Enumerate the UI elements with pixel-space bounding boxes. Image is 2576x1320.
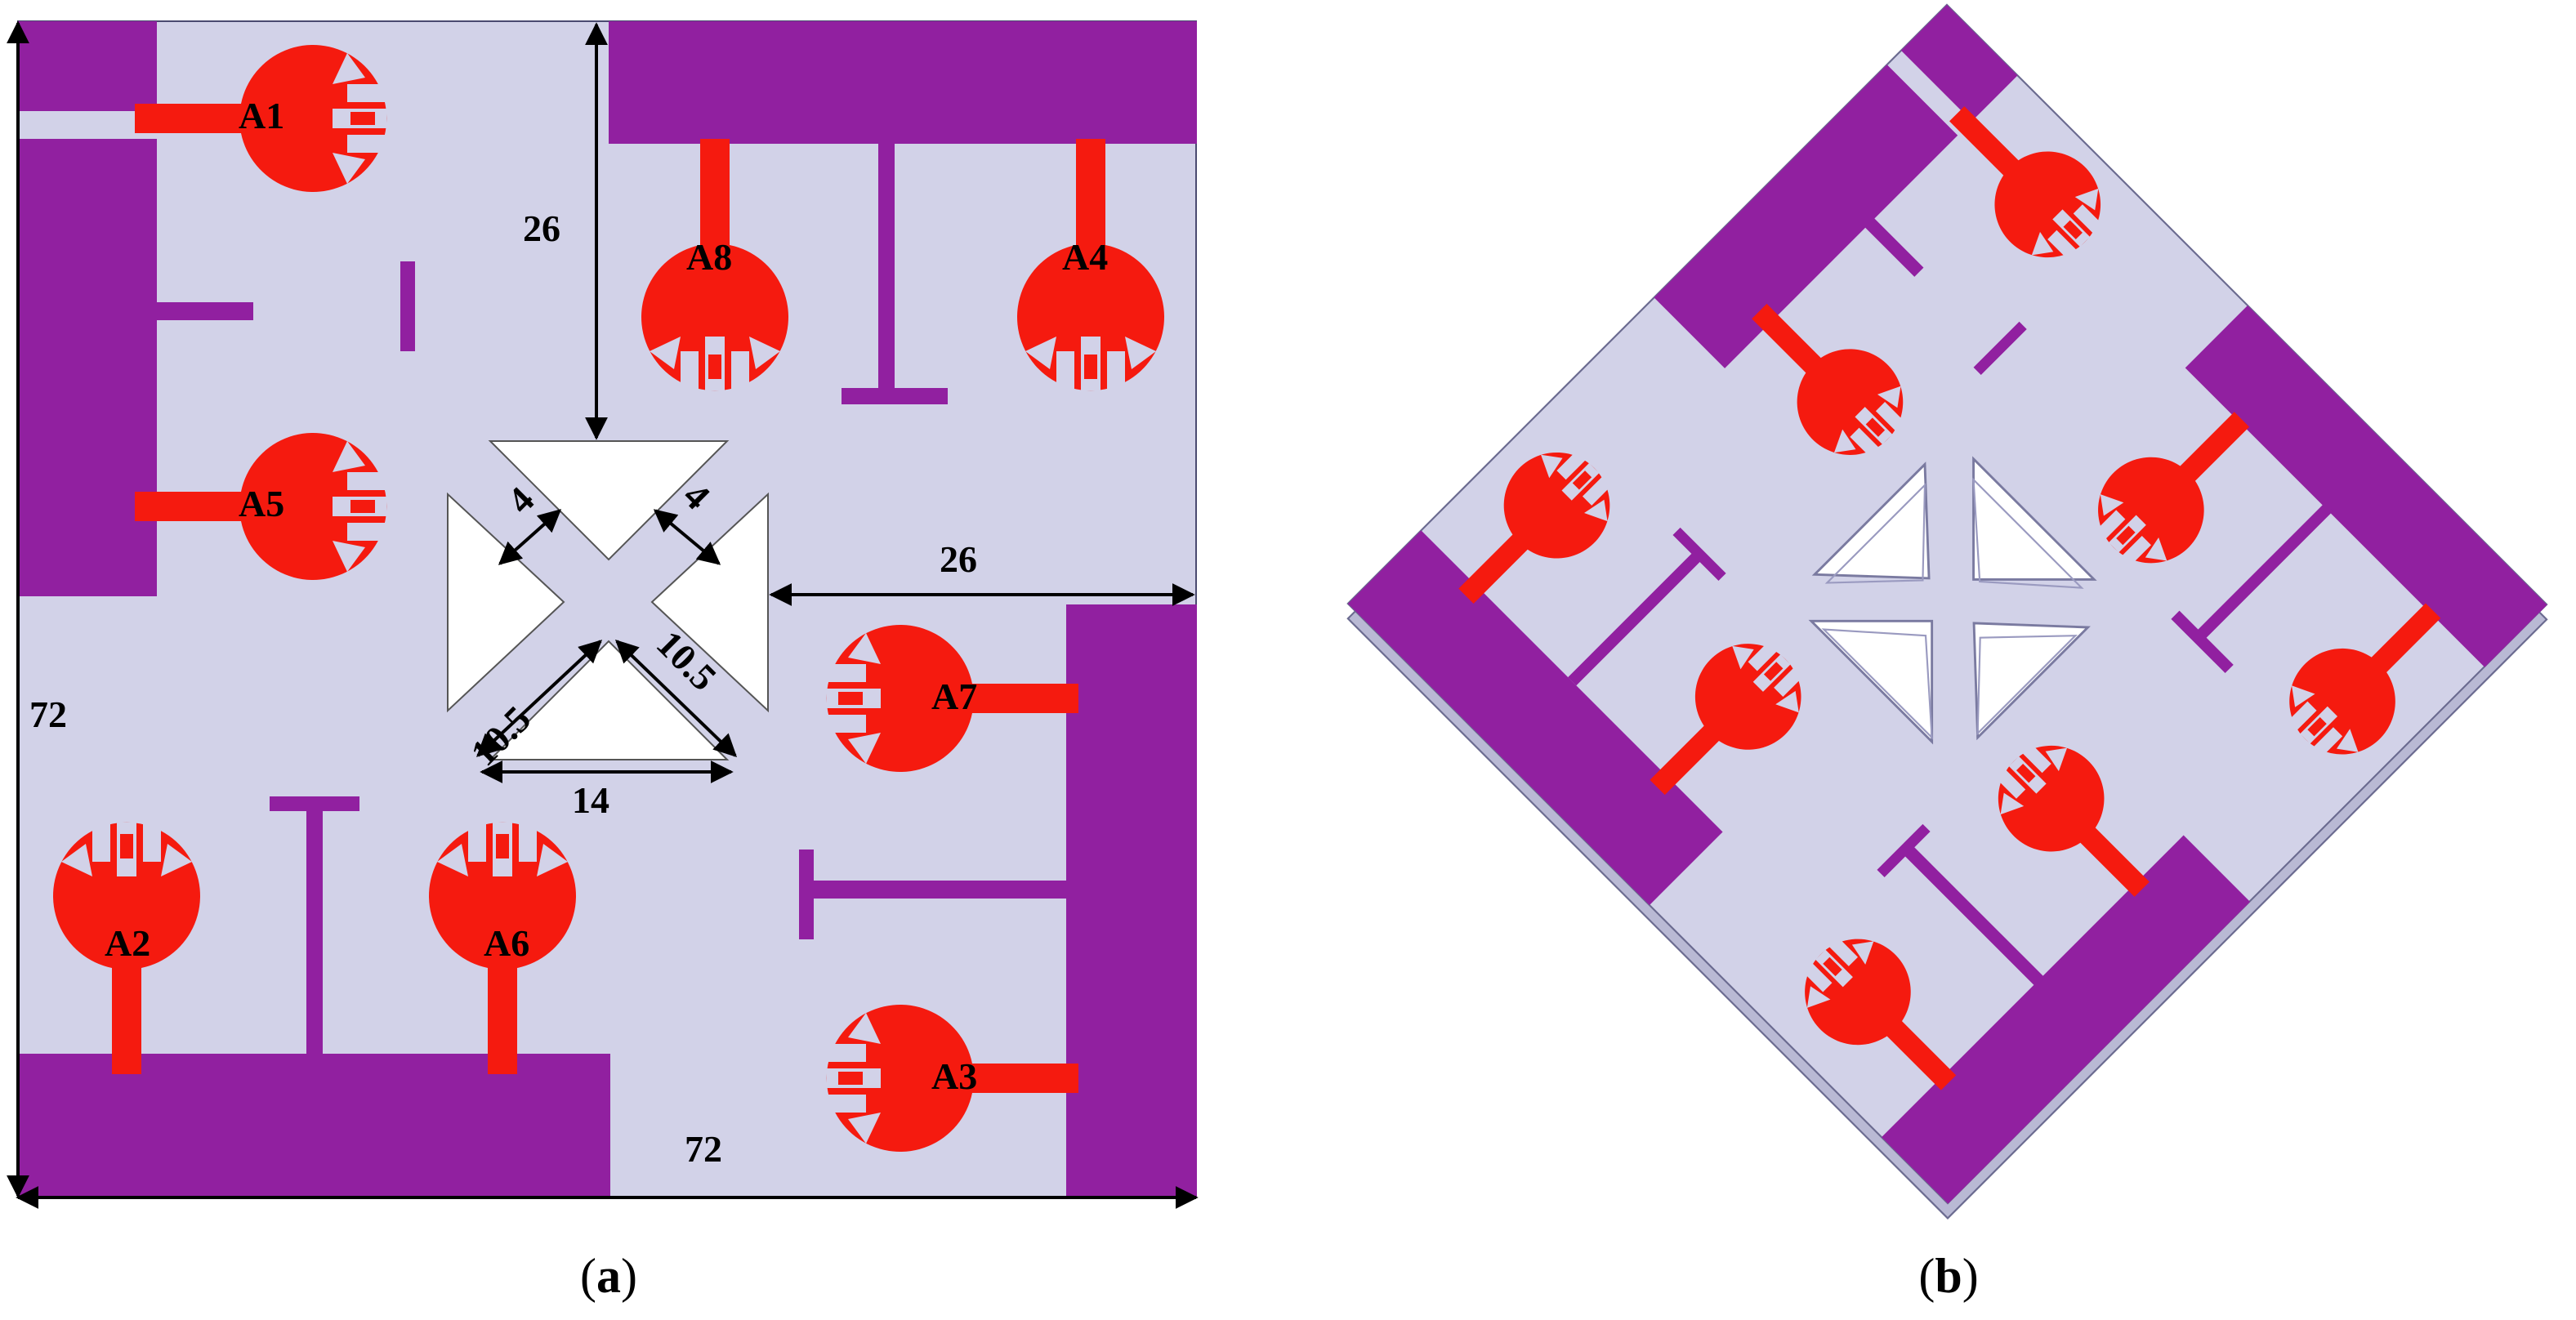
panel-b: (b) bbox=[1346, 3, 2548, 1303]
ground-planes-a bbox=[18, 21, 1197, 1197]
rotated-board-b bbox=[1346, 3, 2548, 1220]
dimension-lines-a bbox=[7, 20, 1199, 1209]
label-a5: A5 bbox=[239, 483, 284, 524]
label-a4: A4 bbox=[1062, 236, 1108, 278]
dim-height: 72 bbox=[29, 693, 67, 735]
dim-width: 72 bbox=[685, 1128, 722, 1170]
substrate-b bbox=[1346, 3, 2548, 1205]
label-a7: A7 bbox=[931, 676, 977, 717]
caption-b: (b) bbox=[1918, 1249, 1978, 1303]
label-a8: A8 bbox=[686, 236, 732, 278]
label-a1: A1 bbox=[239, 95, 284, 136]
label-a3: A3 bbox=[931, 1055, 977, 1097]
dim-top-gap: 26 bbox=[523, 207, 560, 249]
dim-base: 14 bbox=[572, 779, 609, 821]
label-a6: A6 bbox=[484, 922, 529, 964]
dim-right-gap: 26 bbox=[940, 538, 977, 580]
substrate-a bbox=[17, 20, 1197, 1198]
caption-a: (a) bbox=[580, 1249, 637, 1303]
ground-planes-b bbox=[1347, 4, 2547, 1204]
panel-a: A1 A5 A8 A4 A7 A3 A2 A6 72 72 26 26 14 4… bbox=[7, 20, 1199, 1303]
label-a2: A2 bbox=[105, 922, 150, 964]
stub-caps-a bbox=[270, 261, 948, 939]
